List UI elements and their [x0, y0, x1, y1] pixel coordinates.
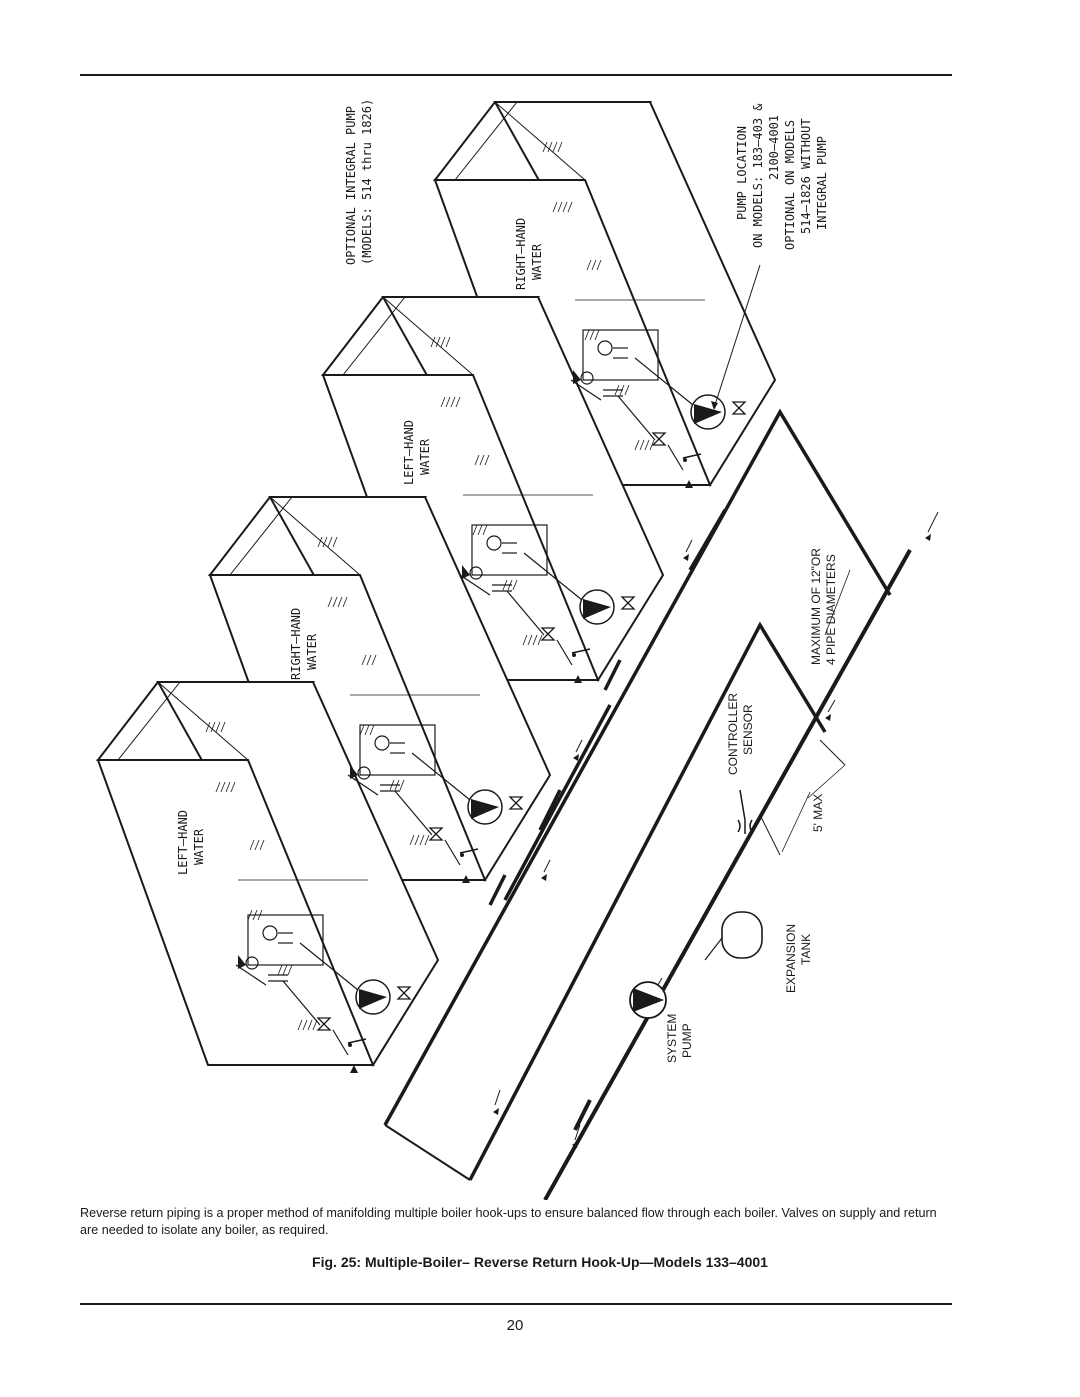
system-pump-icon — [629, 981, 667, 1019]
pipe-diameters-label: 4 PIPE DIAMETERS — [824, 554, 838, 665]
boiler-2-label-2: WATER — [418, 438, 432, 475]
boiler-1-label: RIGHT–HAND — [514, 218, 528, 290]
expansion-tank-icon — [704, 911, 763, 961]
piping-diagram: RIGHT–HAND WATER LEFT–HAND WATER RIGHT–H… — [97, 99, 939, 1200]
pump-location-line-6: INTEGRAL PUMP — [815, 136, 829, 230]
figure-description: Reverse return piping is a proper method… — [80, 1206, 937, 1237]
boiler-4-label: LEFT–HAND — [176, 810, 190, 875]
pump-location-line-2: ON MODELS: 183–403 & — [751, 103, 765, 248]
pump-location-line-1: PUMP LOCATION — [735, 126, 749, 220]
boiler-2-label: LEFT–HAND — [402, 420, 416, 485]
page-number: 20 — [506, 1317, 524, 1334]
boiler-4-label-2: WATER — [192, 828, 206, 865]
figure-caption: Fig. 25: Multiple-Boiler– Reverse Return… — [312, 1254, 768, 1270]
pump-label: PUMP — [680, 1023, 694, 1058]
boiler-3-label-2: WATER — [305, 633, 319, 670]
bottom-rule — [80, 1303, 952, 1305]
controller-label: CONTROLLER — [726, 693, 740, 775]
max-distance-label: MAXIMUM OF 12"OR — [809, 548, 823, 665]
five-max-label: 5' MAX — [811, 794, 825, 832]
tank-label: TANK — [799, 934, 813, 965]
pump-location-line-3: 2100–4001 — [767, 115, 781, 180]
expansion-label: EXPANSION — [784, 924, 798, 993]
top-rule — [80, 74, 952, 76]
optional-pump-label: OPTIONAL INTEGRAL PUMP — [344, 106, 358, 265]
system-label: SYSTEM — [665, 1014, 679, 1063]
boiler-3-label: RIGHT–HAND — [289, 608, 303, 680]
pump-location-line-4: OPTIONAL ON MODELS — [783, 120, 797, 250]
optional-pump-models-label: (MODELS: 514 thru 1826) — [360, 99, 374, 265]
pump-location-line-5: 514–1826 WITHOUT — [799, 118, 813, 234]
sensor-label: SENSOR — [741, 704, 755, 755]
boiler-1-label-2: WATER — [530, 243, 544, 280]
